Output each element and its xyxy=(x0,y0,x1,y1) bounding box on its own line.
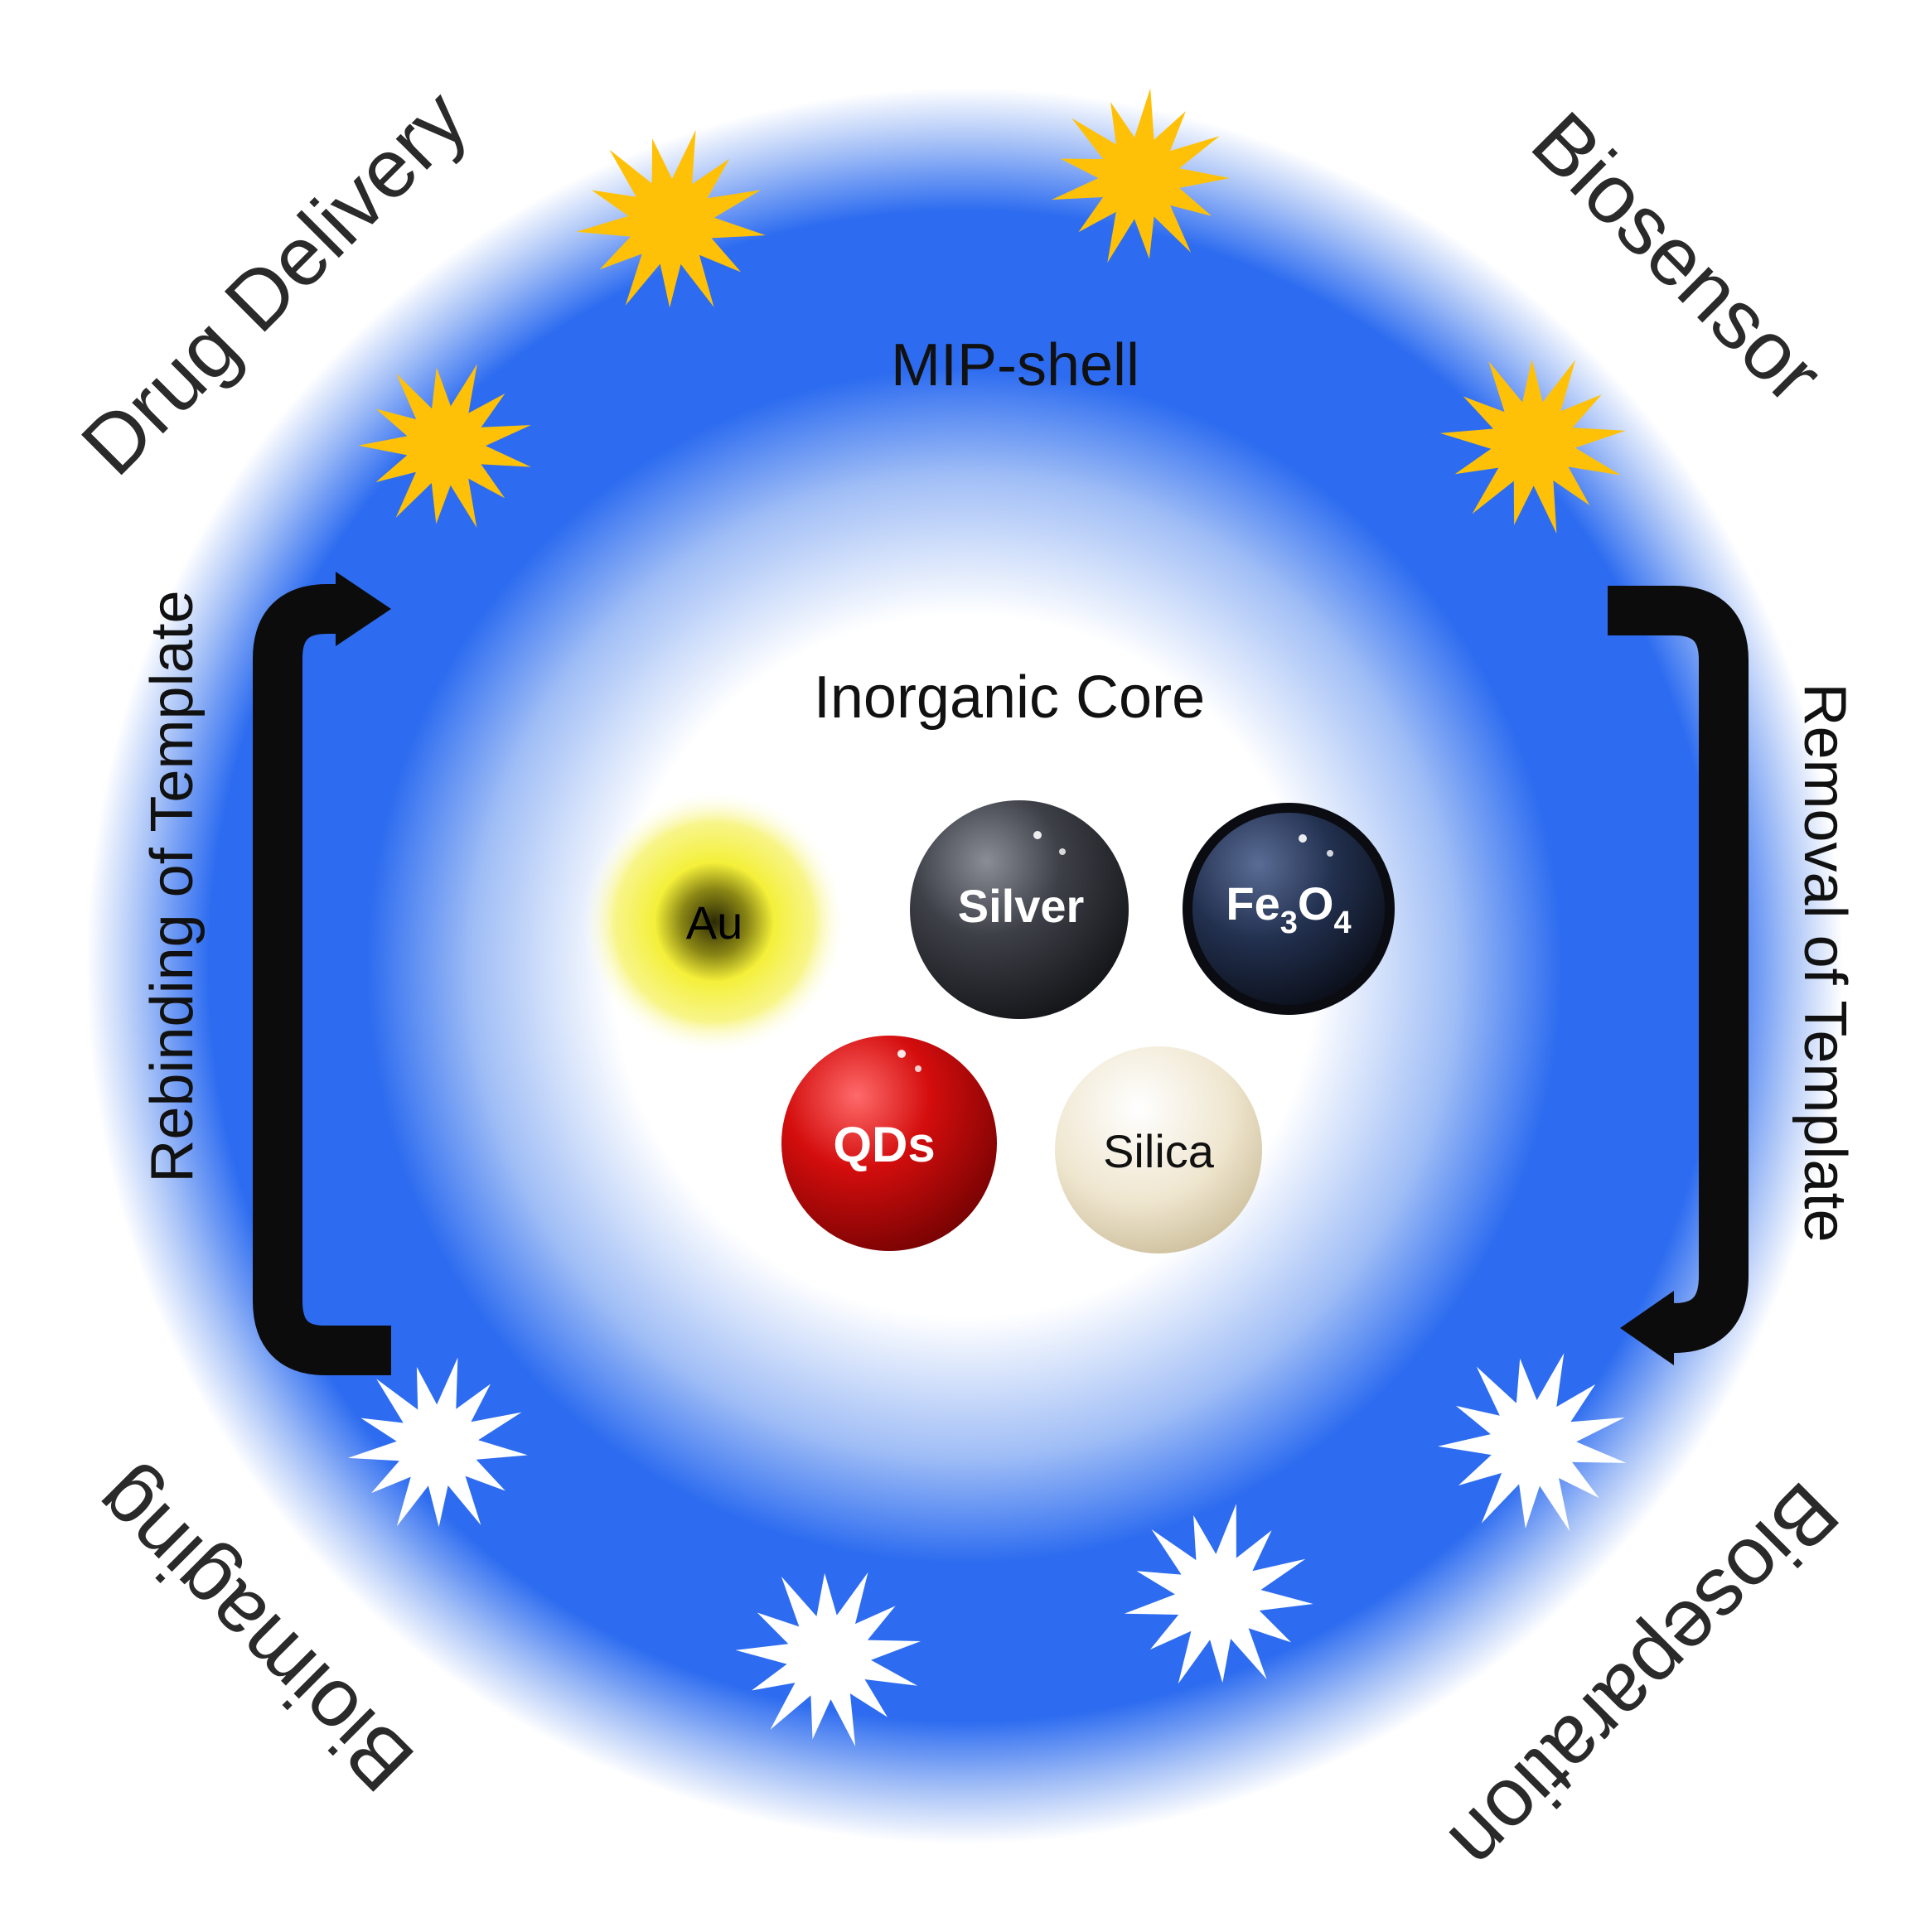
bound-template-star xyxy=(576,129,766,308)
bound-template-star xyxy=(1051,88,1231,263)
particle-silver-label: Silver xyxy=(958,880,1085,932)
removed-template-star xyxy=(1124,1504,1313,1684)
inorganic-core-label: Inorganic Core xyxy=(814,664,1205,731)
particle-silver: Silver xyxy=(910,800,1129,1019)
rebinding-arrow xyxy=(253,572,391,1375)
particle-au-label: Au xyxy=(686,896,743,949)
removed-template-star xyxy=(347,1357,528,1528)
mip-shell-label: MIP-shell xyxy=(891,332,1139,398)
removed-template-star xyxy=(1438,1353,1627,1532)
rebinding-label: Rebinding of Template xyxy=(139,590,206,1182)
particle-qds: QDs xyxy=(781,1036,997,1251)
particle-fe3o4-label: Fe3O4 xyxy=(1226,877,1351,940)
bound-template-star xyxy=(358,364,531,528)
particle-silica: Silica xyxy=(1055,1046,1262,1253)
template-stars xyxy=(347,88,1627,1746)
particle-fe3o4: Fe3O4 xyxy=(1183,803,1395,1015)
bound-template-star xyxy=(1439,359,1626,534)
particle-qds-label: QDs xyxy=(833,1117,935,1172)
removal-arrow xyxy=(1608,586,1749,1365)
particle-silica-label: Silica xyxy=(1103,1125,1215,1177)
particle-au: Au xyxy=(582,790,847,1055)
removed-template-star xyxy=(735,1572,921,1746)
removal-label: Removal of Template xyxy=(1792,683,1858,1243)
